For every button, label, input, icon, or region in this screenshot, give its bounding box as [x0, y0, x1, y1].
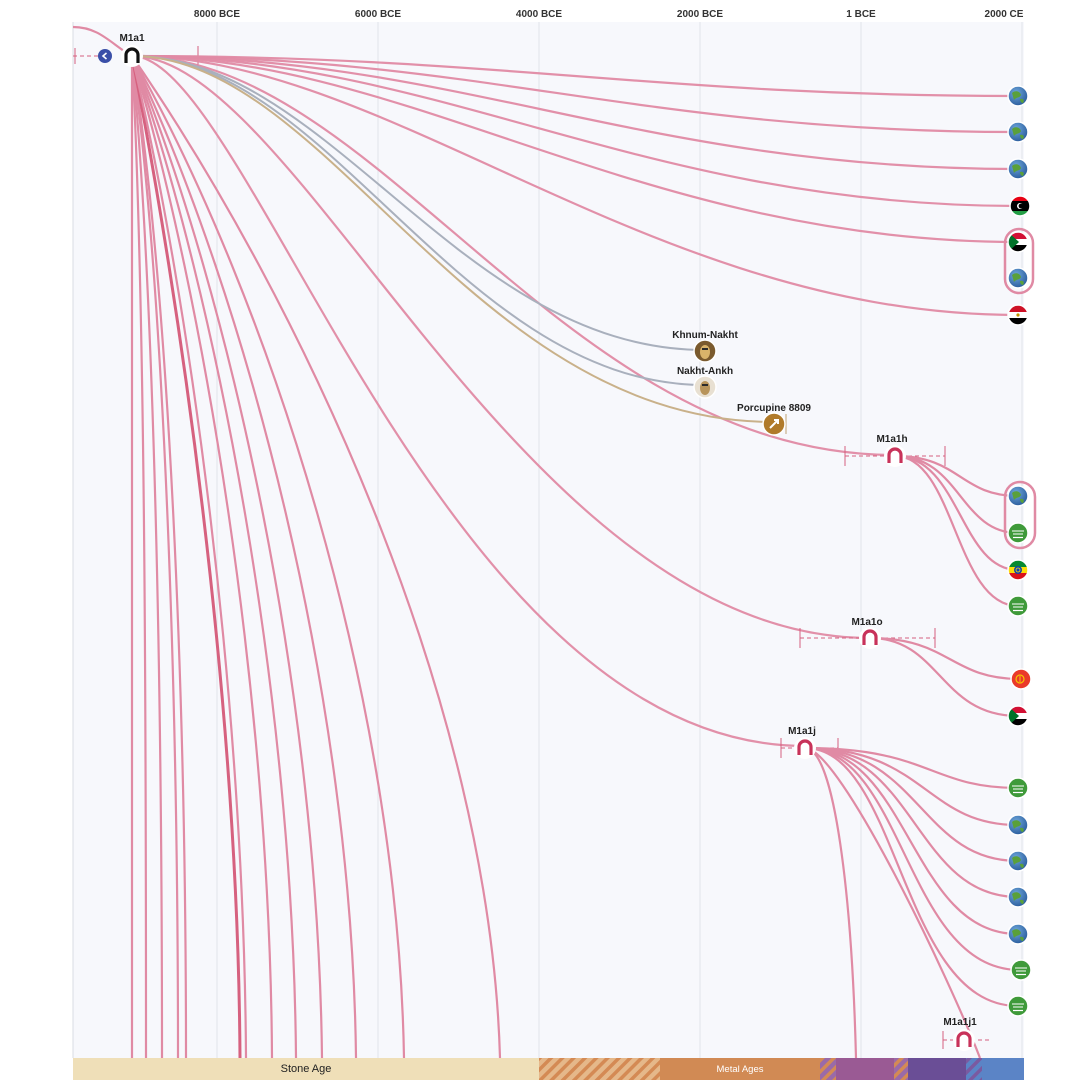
- m1a1h-node[interactable]: [884, 445, 906, 467]
- globe-icon[interactable]: [1007, 886, 1029, 908]
- globe-icon[interactable]: [1007, 923, 1029, 945]
- mummy-portrait-icon: [700, 381, 710, 395]
- m1a1o-subtree: [799, 628, 1021, 718]
- era-transition: [820, 1058, 836, 1080]
- ethiopia-flag-icon[interactable]: [1007, 559, 1029, 581]
- axis-tick-label: 2000 BCE: [677, 9, 723, 20]
- root-node[interactable]: [121, 45, 143, 67]
- descending-branches: [130, 55, 502, 1059]
- era-stone-age: [73, 1058, 539, 1080]
- ancient-sample-nakht-ankh[interactable]: [693, 375, 717, 399]
- era-classical: [836, 1058, 894, 1080]
- era-metal-ages: [660, 1058, 820, 1080]
- saudi-flag-icon[interactable]: [1007, 995, 1029, 1017]
- era-modern: [982, 1058, 1024, 1080]
- ancient-sample-label: Nakht-Ankh: [677, 366, 733, 377]
- globe-icon[interactable]: [1007, 121, 1029, 143]
- node-label: M1a1h: [876, 434, 907, 445]
- m1a1j-node[interactable]: [794, 737, 816, 759]
- globe-icon[interactable]: [1007, 485, 1029, 507]
- gridlines: [216, 22, 1023, 1058]
- saudi-flag-icon[interactable]: [1010, 959, 1032, 981]
- m1a1j1-node[interactable]: [953, 1029, 975, 1051]
- node-label: M1a1: [119, 33, 144, 44]
- root-branches: [131, 54, 1019, 748]
- leaf-icons: [1007, 85, 1032, 1017]
- haplogroup-node-icon: [797, 739, 813, 755]
- leaf-group-outline: [1003, 480, 1037, 550]
- axis-tick-label: 8000 BCE: [194, 9, 240, 20]
- saudi-flag-icon[interactable]: [1007, 522, 1029, 544]
- libya-flag-icon[interactable]: [1009, 195, 1031, 217]
- era-transition: [966, 1058, 982, 1080]
- axis-tick-label: 6000 BCE: [355, 9, 401, 20]
- m1a1o-node[interactable]: [859, 627, 881, 649]
- haplogroup-node-icon: [956, 1031, 972, 1047]
- node-label: M1a1j1: [943, 1017, 977, 1028]
- era-label: Metal Ages: [717, 1064, 764, 1075]
- ancient-sample-label: Porcupine 8809: [737, 403, 811, 414]
- ancient-branches: [131, 55, 775, 423]
- haplogroup-node-icon: [124, 47, 140, 63]
- axis-tick-label: 1 BCE: [846, 9, 876, 20]
- era-transition: [539, 1058, 660, 1080]
- collapse-button[interactable]: [98, 49, 112, 63]
- plot-background: [73, 22, 1024, 1058]
- node-label: M1a1o: [851, 617, 882, 628]
- axis-tick-label: 2000 CE: [985, 9, 1024, 20]
- globe-icon[interactable]: [1007, 850, 1029, 872]
- node-label: M1a1j: [788, 726, 816, 737]
- chevron-left-icon: [101, 52, 108, 60]
- globe-icon[interactable]: [1007, 267, 1029, 289]
- mummy-portrait-icon: [700, 345, 710, 359]
- leaf-group-outline: [1003, 227, 1035, 295]
- era-transition: [894, 1058, 908, 1080]
- eritrea-flag-icon[interactable]: [1010, 668, 1032, 690]
- haplogroup-node-icon: [887, 447, 903, 463]
- time-axis: 8000 BCE 6000 BCE 4000 BCE 2000 BCE 1 BC…: [194, 9, 1024, 20]
- globe-icon[interactable]: [1007, 158, 1029, 180]
- sudan-flag-icon[interactable]: [1007, 231, 1029, 253]
- ancient-sample-icon: [769, 419, 779, 429]
- haplogroup-node-icon: [862, 629, 878, 645]
- globe-icon[interactable]: [1007, 85, 1029, 107]
- axis-tick-label: 4000 BCE: [516, 9, 562, 20]
- era-label: Stone Age: [281, 1063, 332, 1075]
- era-bar: Stone Age Metal Ages: [73, 1058, 1024, 1080]
- sudan-flag-icon[interactable]: [1007, 705, 1029, 727]
- saudi-flag-icon[interactable]: [1007, 595, 1029, 617]
- ancient-sample-khnum-nakht[interactable]: [693, 339, 717, 363]
- globe-icon[interactable]: [1007, 814, 1029, 836]
- ancient-sample-porcupine[interactable]: [762, 412, 787, 436]
- egypt-flag-icon[interactable]: [1007, 304, 1029, 326]
- m1a1j-subtree: [780, 738, 1021, 1059]
- saudi-flag-icon[interactable]: [1007, 777, 1029, 799]
- era-medieval: [908, 1058, 966, 1080]
- ancient-sample-label: Khnum-Nakht: [672, 330, 738, 341]
